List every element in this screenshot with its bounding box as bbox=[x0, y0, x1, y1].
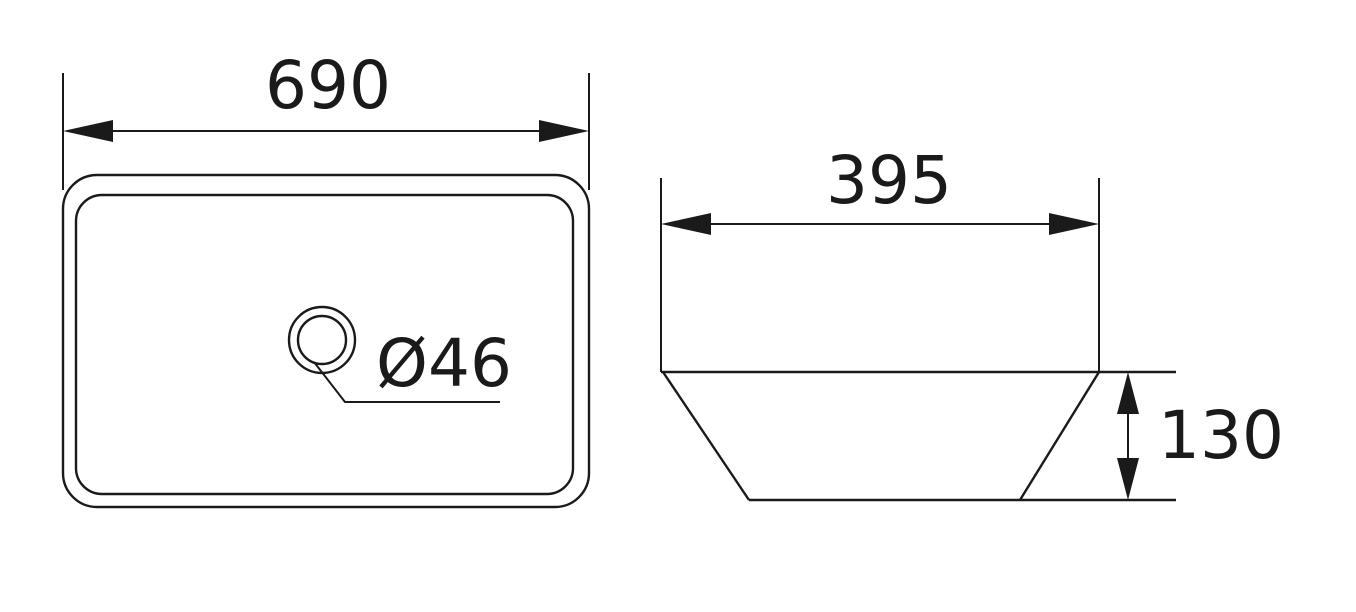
basin-profile-left-side bbox=[662, 371, 750, 501]
basin-outer-outline bbox=[61, 173, 591, 509]
depth-arrow-left bbox=[661, 213, 711, 235]
basin-profile-right-side bbox=[1018, 371, 1101, 501]
width-label: 690 bbox=[265, 47, 391, 124]
top-view: 690 Ø46 bbox=[61, 47, 591, 509]
depth-label: 395 bbox=[826, 142, 952, 219]
width-arrow-left bbox=[63, 120, 113, 142]
drain-leader-line bbox=[313, 361, 500, 403]
drain-inner-circle bbox=[296, 314, 348, 366]
height-arrow-bottom bbox=[1117, 458, 1139, 500]
side-view: 395 130 bbox=[660, 142, 1284, 502]
height-arrow-top bbox=[1117, 372, 1139, 414]
drain-diameter-label: Ø46 bbox=[376, 325, 512, 402]
width-arrow-right bbox=[539, 120, 589, 142]
height-label: 130 bbox=[1158, 397, 1284, 474]
depth-arrow-right bbox=[1049, 213, 1099, 235]
basin-inner-outline bbox=[74, 193, 575, 496]
